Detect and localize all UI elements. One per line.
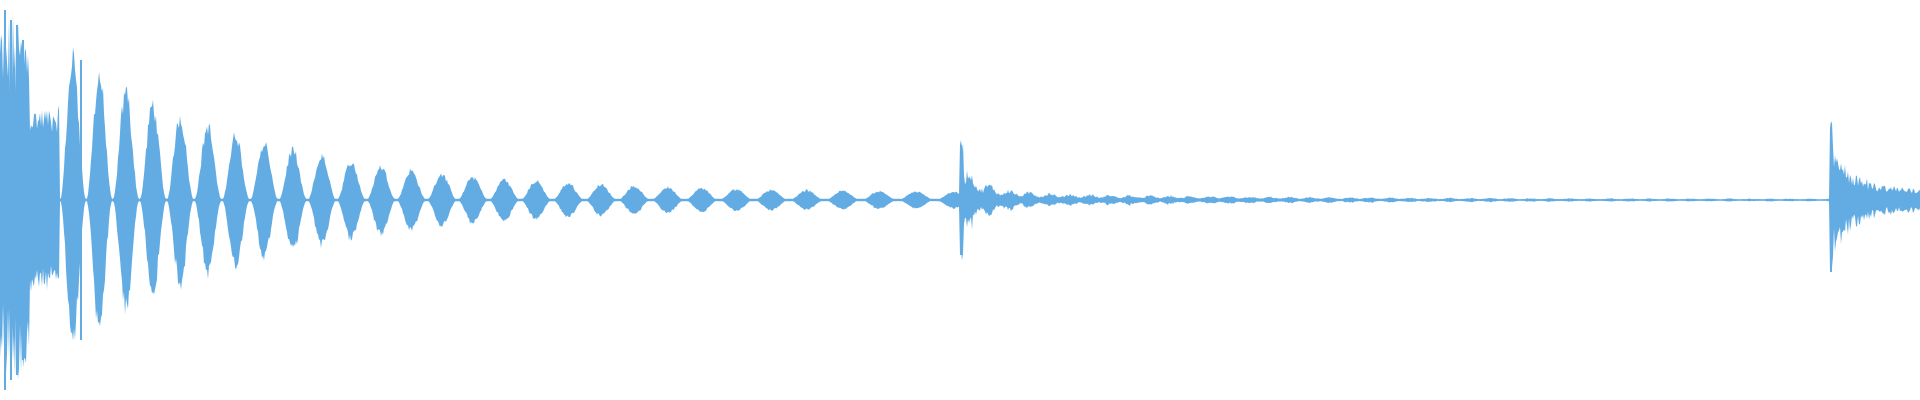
waveform-spike: [4, 10, 6, 390]
waveform-spike: [16, 25, 18, 375]
waveform-spike: [100, 90, 102, 310]
waveform-spike: [80, 60, 82, 340]
waveform-spike: [22, 40, 24, 360]
waveform-spike: [10, 20, 12, 380]
waveform-transient: [960, 145, 962, 255]
waveform-transient: [1830, 128, 1832, 272]
